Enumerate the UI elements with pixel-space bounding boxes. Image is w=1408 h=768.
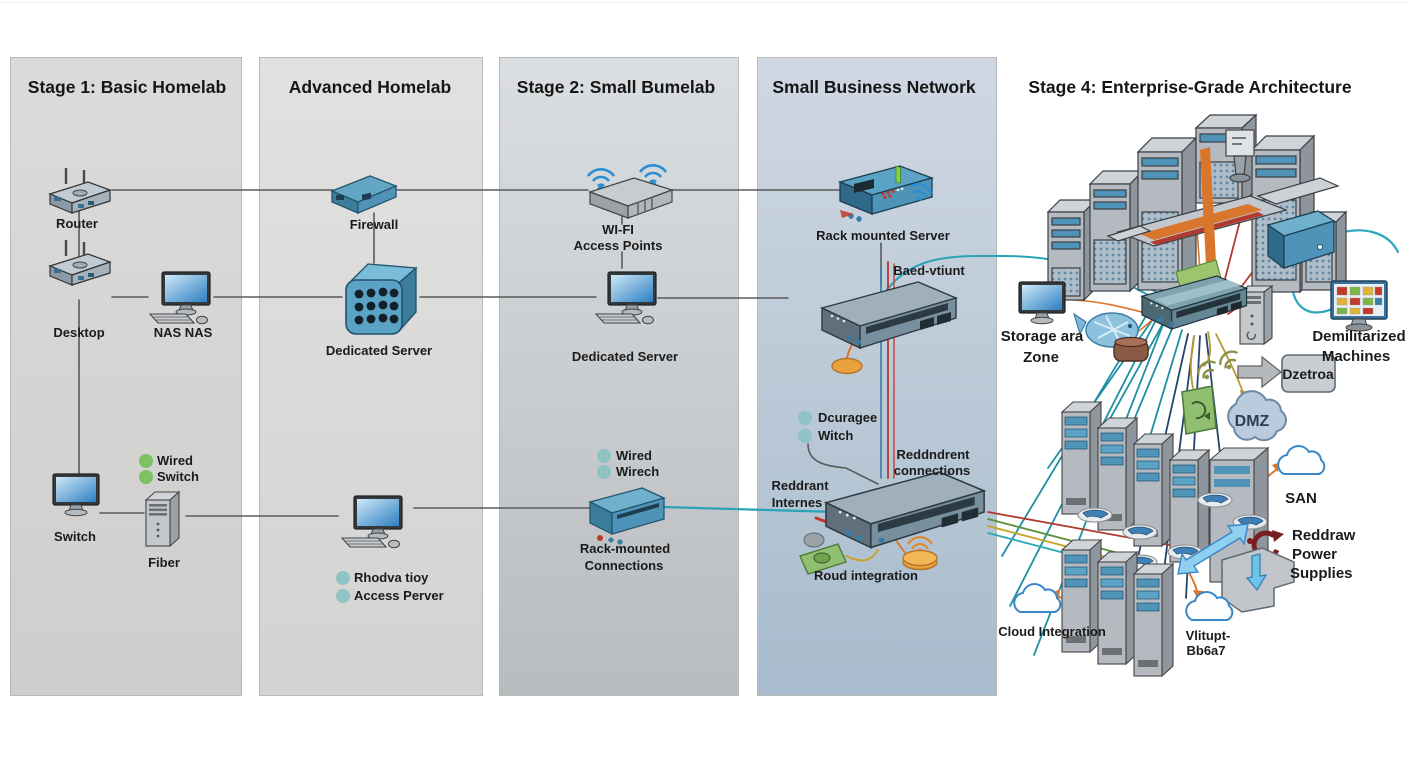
cloud-integration-icon [1013,583,1062,613]
legend-dot-wired2 [597,449,611,463]
disk-array-icon [1122,524,1158,540]
stage2-server-icon [595,271,657,325]
green-card-icon [1181,385,1217,435]
virtual-label-1: Vlitupt- [1185,628,1231,643]
orange-node-icon [831,357,863,375]
legend-dot-wirech [597,465,611,479]
legend-switch-label: Switch [157,469,199,484]
appliance-box-icon [1266,210,1336,270]
firewall-icon [330,175,398,214]
desktop-label: Desktop [53,325,105,340]
advanced-title: Advanced Homelab [288,77,452,97]
legend-dot-witch [798,429,812,443]
gray-connector-lines [78,189,951,517]
advanced-legend2-label: Access Perver [354,588,444,603]
desktop-router-icon [48,238,112,287]
demilitarized-label-2: Machines [1321,348,1391,365]
edge-switch-icon [823,471,987,549]
san-label: SAN [1285,490,1317,507]
power-label-3: Supplies [1290,565,1353,582]
router-label: Router [56,216,98,231]
legend-dot-wired [139,454,153,468]
rack-mounted-label-2: Connections [584,558,664,573]
nas-label: NAS NAS [153,325,213,340]
panel-stage2 [499,57,739,696]
stage2-legend1-label: Wired [616,448,652,463]
fiber-label: Fiber [148,555,180,570]
switch-monitor-icon [52,473,100,517]
central-switch-icon [1140,275,1249,331]
bracket-device-icon [1221,547,1295,613]
wireless-signal-icon [1197,350,1239,380]
core-switch-icon [819,281,959,350]
panel-business [757,57,997,696]
business-legend1-label: Dcuragee [818,410,878,425]
dmz-label: DMZ [1234,413,1270,430]
cloud-integration-label: Cloud Integration [998,624,1106,639]
switch-label: Switch [54,529,96,544]
tower-pc-icon [1238,284,1274,346]
stage2-server-label: Dedicated Server [571,349,679,364]
legend-wired-label: Wired [157,453,193,468]
legend-dot-2 [336,589,350,603]
nas-computer-icon [149,271,211,325]
fiber-tower-icon [144,490,181,548]
integration-label: Roud integration [814,568,918,583]
band-label: Baed-vtiunt [893,263,965,278]
panel-advanced [259,57,483,696]
wifi-label-2: Access Points [573,238,663,253]
pot-icon [1113,336,1149,362]
top-divider [0,2,1408,3]
legend-dot-switch [139,470,153,484]
virtual-label-2: Bb6a7 [1186,643,1226,658]
dmz-cloud-icon [1227,390,1287,442]
business-legend2-label: Witch [818,428,854,443]
stage2-title: Stage 2: Small Bumelab [516,77,716,97]
power-label-2: Power [1292,546,1338,563]
stage1-title: Stage 1: Basic Homelab [27,77,227,97]
wifi-access-point-icon [586,164,674,219]
disk-array-icon [1077,507,1113,523]
business-title: Small Business Network [772,77,976,97]
tower-server-icon [1097,551,1138,665]
internet-label-1: Reddrant [771,478,829,493]
wireless-disc-icon [902,536,938,571]
router-icon [48,166,112,215]
redundant-label-2: connections [893,463,971,478]
internet-label-2: Internes [771,495,823,510]
business-rack-server-icon [837,165,935,222]
advanced-desktop-icon [341,495,403,549]
server-rack-cluster-icon [1046,113,1348,302]
legend-dot-dcuragee [798,411,812,425]
storage-zone-label-2: Zone [1023,349,1059,366]
tower-server-icon [1061,401,1102,515]
stage2-legend2-label: Wirech [616,464,660,479]
enterprise-title: Stage 4: Enterprise-Grade Architecture [1028,77,1352,97]
demilitarized-monitor-icon [1330,280,1388,332]
firewall-label: Firewall [349,217,399,232]
money-icon [799,532,847,575]
dedicated-server-cube-icon [345,263,418,335]
sync-arrow-icon [1177,523,1249,575]
detection-label: Dzetroa [1282,366,1334,382]
demilitarized-label-1: Demilitarized [1312,328,1406,345]
flow-arrow-icon [1237,355,1283,389]
redundant-label-1: Reddndrent [896,447,970,462]
tower-server-icon [1133,563,1174,677]
dedicated-server-label: Dedicated Server [325,343,433,358]
rack-server-label: Rack mounted Server [816,228,950,243]
disk-array-icon [1197,492,1233,508]
power-label-1: Reddraw [1292,527,1356,544]
advanced-legend1-label: Rhodva tioy [354,570,429,585]
san-cloud-icon [1277,445,1326,475]
panel-stage1 [10,57,242,696]
legend-dot-1 [336,571,350,585]
wifi-label-1: WI-FI [602,222,634,237]
detection-box [1281,354,1336,393]
storage-zone-label-1: Storage ara [1000,328,1084,345]
storage-monitor-icon [1018,281,1066,325]
rack-mounted-label-1: Rack-mounted [579,541,671,556]
rack-mounted-icon [588,487,666,545]
